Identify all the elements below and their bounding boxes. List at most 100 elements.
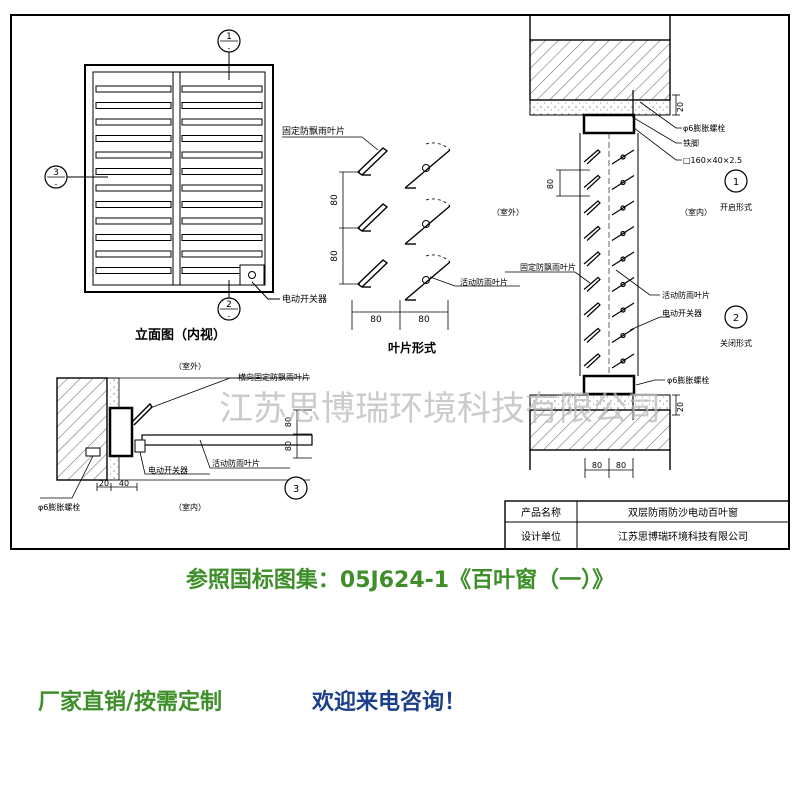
vs-dim-20-top: 20 [676,102,685,112]
blade-fixed-label: 固定防飘雨叶片 [282,125,345,137]
hs-bolt-label: φ6膨胀螺栓 [38,502,80,512]
movable-blade-section [611,225,635,242]
vs-indoor-label: （室内） [680,207,712,217]
switch-box [239,264,265,286]
blade-pivot [620,358,626,364]
movable-blade-section [611,200,635,216]
movable-blade-section [611,251,635,267]
elevation-title: 立面图（内视） [135,327,226,343]
svg-text:2: 2 [733,313,739,324]
marker-1-section: 1 [724,169,748,193]
hs-dim-80-b: 80 [284,441,293,451]
vs-dim-80-bottom-2: 80 [616,461,626,470]
vs-dim-20-bottom: 20 [676,402,685,412]
vs-outdoor-label: （室外） [492,207,524,217]
promo-factory-direct: 厂家直销/按需定制 [38,690,223,715]
louver-slat [181,85,263,93]
movable-blade-section [611,353,635,369]
horizontal-section-leaders [40,377,312,499]
louver-slat [95,102,172,109]
hs-indoor-label: （室内） [174,502,206,512]
louver-slat [181,250,263,258]
blade-pivot [620,205,626,211]
blade-pivot [620,154,626,160]
blade-dim-horizontal-2: 80 [418,315,430,325]
vs-tube-label: □160×40×2.5 [683,156,742,165]
louver-slat [95,267,172,274]
fixed-blade-section [583,302,601,318]
louver-slat [95,151,172,159]
vs-iron-foot-label: 铁脚 [683,138,699,148]
marker-1-number: 1 [226,32,232,42]
blade-pivot [620,256,626,262]
promo-call-us: 欢迎来电咨询！ [312,690,467,715]
hs-dim-40: 40 [119,479,129,488]
movable-blade-section [611,276,635,293]
vs-fixed-label: 固定防飘雨叶片 [520,262,576,272]
svg-text:3: 3 [293,484,299,495]
louver-slat [181,151,263,159]
marker-2-section: 2 [724,305,748,329]
fixed-blade-section [583,200,601,216]
movable-blade-section [611,149,635,165]
louver-slat [95,168,172,175]
fixed-blade-section [583,251,601,267]
movable-blade-section [611,174,635,191]
hs-outdoor-label: （室外） [174,361,206,371]
hs-movable-label: 活动防雨叶片 [212,458,260,468]
louver-slat [181,135,263,142]
blade-pivot [620,332,626,339]
movable-blade-section [611,327,635,344]
louver-slat [181,234,263,241]
vs-bolt-top-label: φ6膨胀螺栓 [683,123,725,133]
elevation-view [84,64,274,293]
marker-3-section: 3 [284,476,308,500]
louver-slat [95,118,172,126]
marker-3-number: 3 [53,168,59,178]
louver-slat [181,118,263,126]
louver-slat [95,234,172,241]
svg-text:1: 1 [733,177,739,188]
louver-slat [95,250,172,258]
louver-slat [181,102,263,109]
fixed-blade-section [583,353,601,369]
louver-slat [95,184,172,192]
louver-slat [95,135,172,142]
louver-slat [181,201,263,208]
fixed-blade-section [583,276,601,292]
marker-3-elevation: 3 - [44,165,108,189]
marker-3-denominator: - [55,180,58,189]
vs-open-form-label: 开启形式 [720,202,752,212]
fixed-blade-section [583,174,601,190]
blade-pivot [620,307,626,313]
designer-value: 江苏思博瑞环境科技有限公司 [618,530,748,543]
blade-dim-vertical-2: 80 [330,250,340,262]
vs-dim-80-bottom-1: 80 [592,461,602,470]
title-block [504,500,790,550]
product-name-value: 双层防雨防沙电动百叶窗 [628,506,738,519]
blade-form-dims [339,171,449,330]
designer-label: 设计单位 [521,530,561,543]
hs-dim-20: 20 [99,479,109,488]
marker-1-elevation: 1 - [217,29,241,80]
marker-2-number: 2 [226,300,232,310]
vertical-section [529,15,671,470]
fixed-blade-section [583,149,601,165]
vertical-section-leaders [505,94,682,478]
fixed-blade-section [583,225,601,241]
vs-movable-label: 活动防雨叶片 [662,290,710,300]
fixed-blade-section [583,327,601,343]
movable-blade-section [611,302,635,318]
blade-form-diagram [356,142,451,301]
blade-dim-vertical-1: 80 [330,194,340,206]
louver-slat [181,184,263,192]
blade-form-title: 叶片形式 [388,340,436,355]
company-watermark: 江苏思博瑞环境科技有限公司 [219,389,661,429]
horizontal-section [56,377,313,481]
marker-2-elevation: 2 - [217,280,241,321]
blade-pivot [620,230,626,237]
product-name-label: 产品名称 [521,506,561,519]
hs-fixed-label: 横向固定防飘雨叶片 [238,372,310,382]
